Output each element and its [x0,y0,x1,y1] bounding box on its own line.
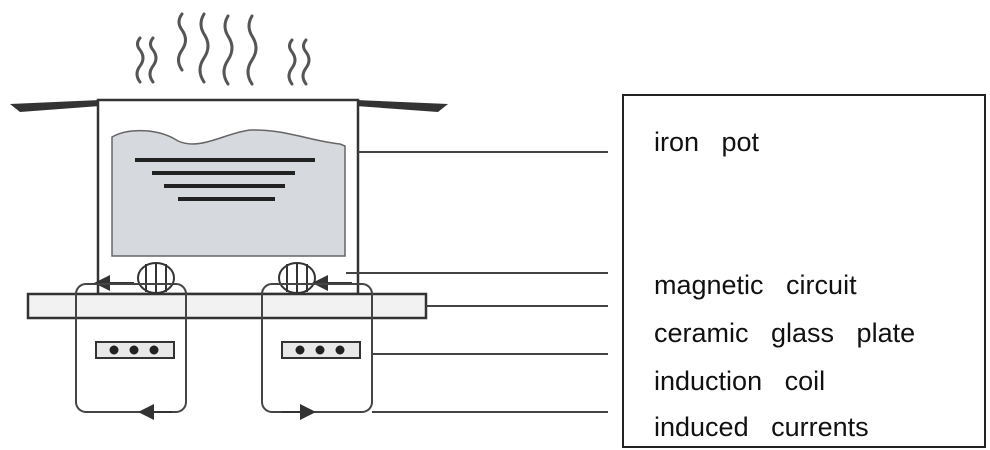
pot-rim-left [10,100,100,112]
pot-rim-right [356,100,448,112]
label-iron-pot: iron pot [654,127,760,157]
label-induction-coil: induction coil [654,366,826,396]
label-magnetic-circuit: magnetic circuit [654,270,857,300]
label-induced-currents: induced currents [654,412,869,442]
labels-box: iron pot magnetic circuit ceramic glass … [622,94,986,448]
ceramic-glass-plate [26,292,428,320]
induction-coil-right [261,283,373,420]
label-ceramic-glass-plate: ceramic glass plate [654,318,916,348]
leader-lines [346,151,608,413]
induction-coil-left [75,283,187,420]
steam-lines [135,12,311,86]
contents-lines [135,158,315,201]
pot-contents [111,129,346,257]
